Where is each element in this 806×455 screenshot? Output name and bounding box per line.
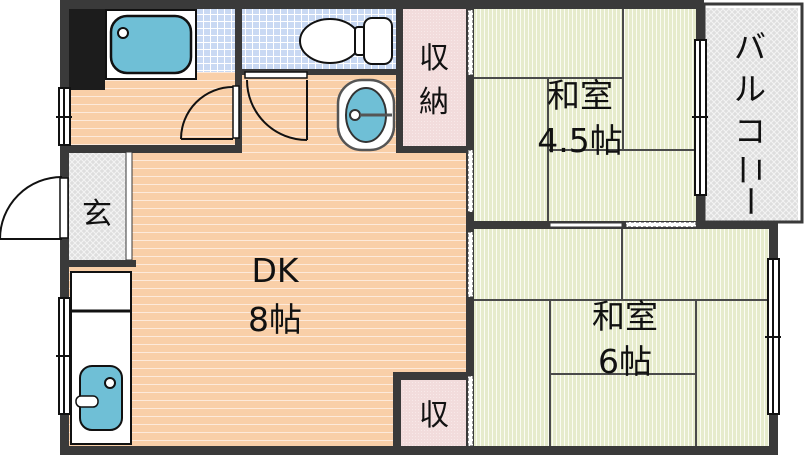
genkan-floor	[68, 152, 126, 260]
fusuma-dk-small	[467, 9, 474, 213]
balcony-label: バ ル コ ニ ー	[731, 28, 770, 217]
bathtub-icon	[105, 9, 197, 80]
balcony-char: バ	[734, 28, 766, 66]
genkan-label: 玄	[82, 197, 112, 232]
storage-top-label-1: 収	[419, 41, 449, 76]
dk-room-size: 8帖	[248, 300, 302, 339]
storage-bottom-label: 収	[419, 398, 449, 433]
balcony-char: コ	[734, 112, 766, 150]
window-washitsu-large	[765, 258, 781, 415]
storage-top-floor	[402, 8, 468, 148]
washbasin-icon	[336, 78, 396, 152]
washitsu-large-name: 和室	[592, 297, 658, 336]
window-balcony	[692, 39, 708, 196]
toilet-door-icon	[244, 71, 308, 141]
fusuma-dk-large	[467, 231, 474, 447]
kitchen-sink-icon	[75, 365, 123, 431]
balcony-char: ー	[731, 185, 769, 217]
tatami-seams-large	[474, 228, 770, 448]
balcony-char: ル	[734, 70, 766, 108]
storage-bottom-floor	[400, 380, 468, 448]
toilet-icon	[299, 17, 393, 65]
storage-top-label-2: 納	[419, 85, 449, 120]
washitsu-small-name: 和室	[547, 76, 613, 115]
dk-room-name: DK	[251, 251, 299, 290]
window-bath	[56, 87, 72, 146]
washitsu-small-floor	[474, 8, 696, 222]
window-kitchen	[56, 297, 72, 415]
entrance-door-icon	[0, 176, 69, 240]
washitsu-small-size: 4.5帖	[537, 121, 622, 160]
tatami-seams-small	[474, 8, 696, 222]
balcony-floor	[704, 8, 798, 222]
fusuma-between-washitsu	[549, 221, 697, 228]
water-heater	[69, 9, 105, 90]
washitsu-large-size: 6帖	[598, 342, 652, 381]
balcony-char: ニ	[732, 154, 770, 186]
bath-door-icon	[180, 85, 240, 140]
genkan-step	[125, 151, 133, 261]
